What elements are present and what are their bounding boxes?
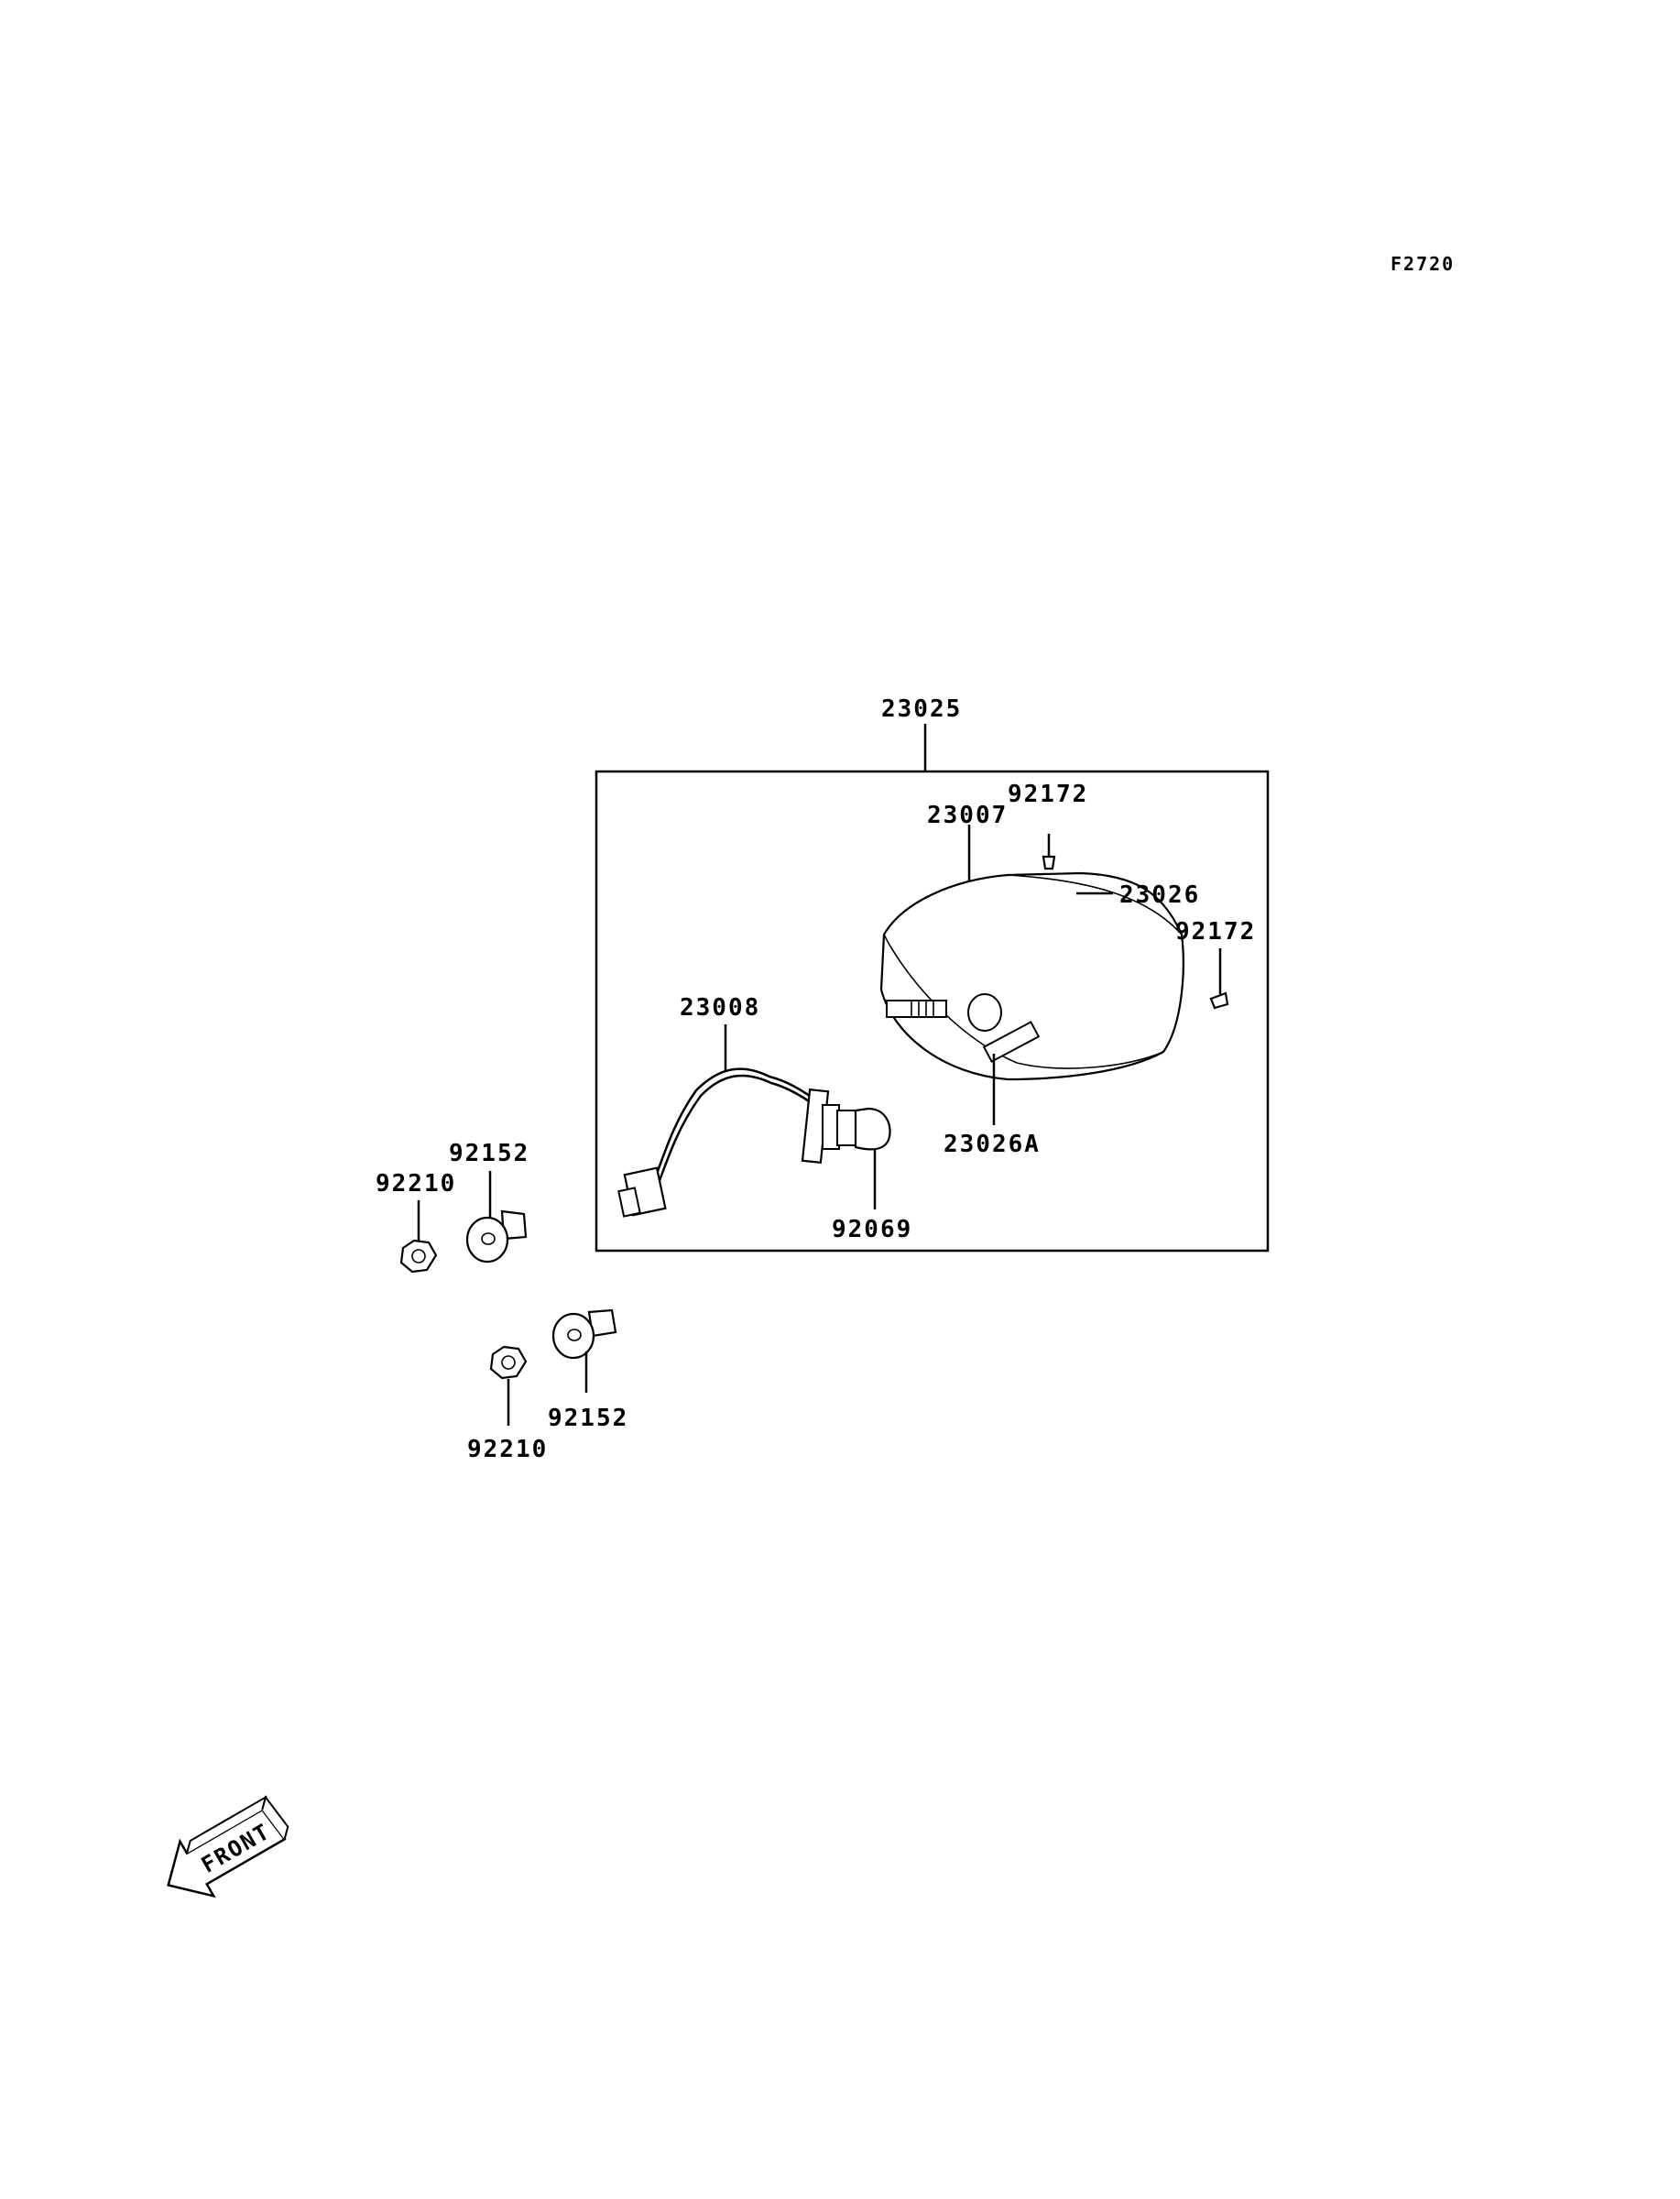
collar-92152-lower[interactable] <box>551 1308 617 1360</box>
lamp-lens-hole <box>967 993 1002 1032</box>
stud-23026A-lower <box>982 1021 1041 1063</box>
tail-lamp-housing[interactable] <box>879 871 1184 1081</box>
figure-code: F2720 <box>1391 253 1455 275</box>
stud-23026A-upper <box>886 1000 947 1018</box>
screw-92172-right <box>1209 948 1229 1010</box>
label-92152-lower: 92152 <box>548 1405 628 1432</box>
wiring-harness[interactable] <box>617 1067 816 1218</box>
assembly-frame <box>595 770 1270 1253</box>
label-92210-upper: 92210 <box>376 1170 456 1198</box>
nut-92210-lower[interactable] <box>489 1345 528 1380</box>
label-92069: 92069 <box>832 1216 912 1243</box>
screw-92172-upper <box>1042 834 1056 870</box>
bulb-92069[interactable] <box>836 1107 891 1151</box>
label-23008: 23008 <box>680 994 760 1022</box>
collar-92152-upper[interactable] <box>465 1209 528 1264</box>
label-92152-upper: 92152 <box>449 1140 529 1167</box>
label-23026: 23026 <box>1119 881 1200 909</box>
nut-92210-upper[interactable] <box>399 1239 438 1274</box>
label-23025: 23025 <box>881 695 962 723</box>
label-23026A: 23026A <box>944 1131 1041 1158</box>
label-92210-lower: 92210 <box>467 1436 548 1463</box>
bulb-socket <box>801 1088 840 1165</box>
front-arrow-icon: FRONT <box>167 1795 289 1898</box>
label-92172-upper: 92172 <box>1008 781 1088 808</box>
label-23007: 23007 <box>927 802 1008 829</box>
label-92172-right: 92172 <box>1175 918 1256 946</box>
